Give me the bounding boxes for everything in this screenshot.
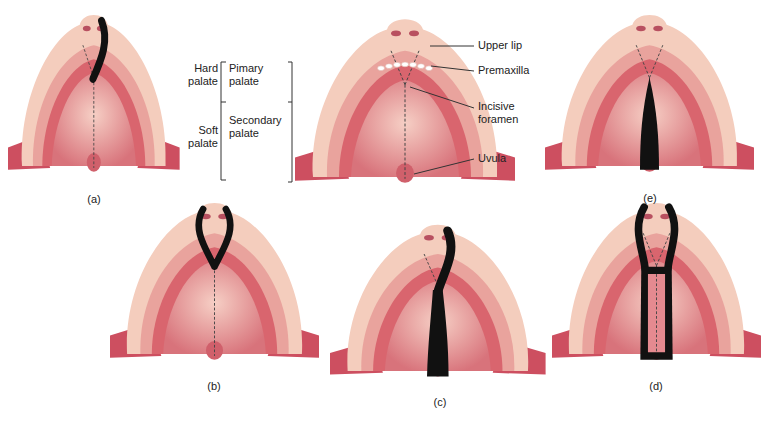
region-label: Secondary palate [229,114,287,140]
palate-shape [552,203,761,360]
cleft [93,21,105,79]
bracket [221,62,226,180]
palate-figure [8,15,180,172]
region-label: Hard palate [180,62,218,88]
palate-figure [330,225,546,377]
vomer [648,274,665,352]
palate-shape [8,15,180,172]
tooth [394,62,401,67]
panel-letter: (e) [635,192,665,205]
part-label: Upper lip [478,39,548,52]
panel-letter: (b) [199,380,229,393]
panel-letter: (c) [425,396,455,409]
cleft [438,231,451,292]
teeth [378,62,433,71]
part-label: Premaxilla [478,64,548,77]
palate-figure [545,15,754,172]
cleft [638,207,674,268]
panel-letter: (a) [79,193,109,206]
tooth [418,64,425,69]
leader-line [410,87,474,108]
cleft [640,267,672,360]
palate-figure [552,203,761,360]
region-label: Soft palate [180,124,218,150]
palate-shape [330,225,546,377]
cleft [199,209,231,267]
tooth [410,62,417,67]
cleft [640,78,659,170]
cleft [427,290,449,376]
tooth [386,64,393,69]
part-label: Uvula [478,152,548,165]
leader-line [430,46,474,47]
palate-shape [545,15,754,172]
leader-line [431,66,474,71]
part-label: Incisive foramen [478,100,540,126]
suture-line [656,274,657,352]
tooth [402,62,409,67]
region-label: Pimary palate [229,62,285,88]
panel-letter: (d) [641,380,671,393]
leader-line [414,159,474,174]
palate-shape [110,203,319,360]
bracket [288,62,292,182]
tooth [378,66,385,71]
palate-figure [110,203,319,360]
tooth [426,66,433,71]
